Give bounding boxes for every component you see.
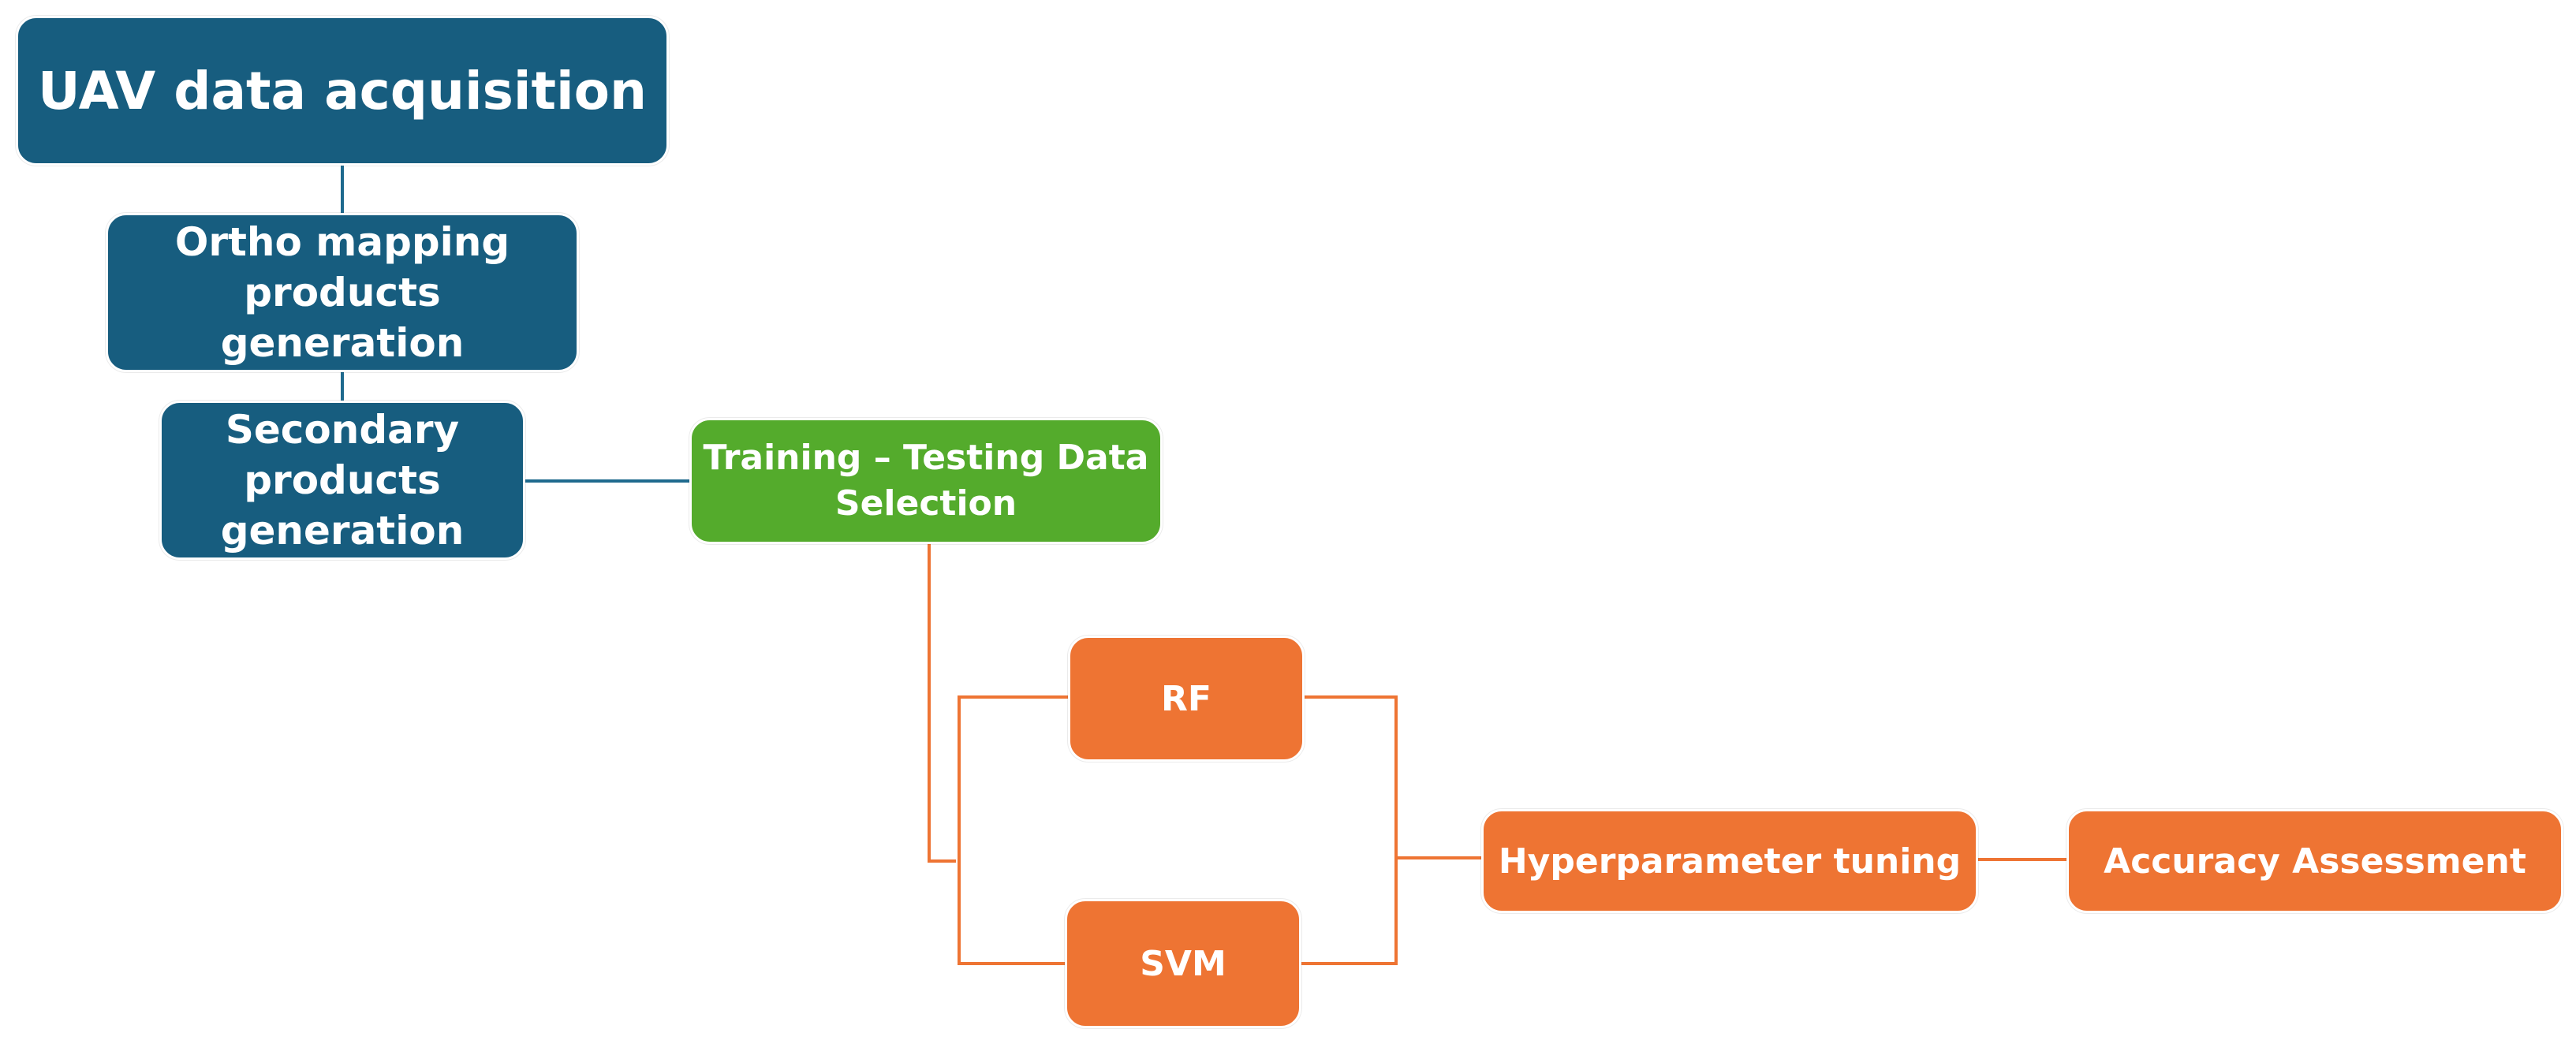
ortho-mapping-box: Ortho mapping products generation — [106, 213, 579, 372]
accuracy-assessment-box: Accuracy Assessment — [2066, 809, 2563, 913]
secondary-products-label: Secondary products generation — [220, 407, 465, 554]
hyperparameter-tuning-label: Hyperparameter tuning — [1498, 841, 1962, 882]
edge-rf-svm-merge — [1301, 695, 1398, 965]
training-testing-label: Training – Testing Data Selection — [703, 438, 1149, 524]
hyperparameter-tuning-box: Hyperparameter tuning — [1481, 809, 1978, 913]
edge-training-down — [928, 544, 956, 863]
svm-box: SVM — [1065, 899, 1301, 1028]
secondary-products-box: Secondary products generation — [159, 401, 525, 560]
svm-label: SVM — [1140, 943, 1226, 984]
accuracy-assessment-label: Accuracy Assessment — [2104, 841, 2526, 882]
training-testing-box: Training – Testing Data Selection — [689, 418, 1163, 544]
rf-box: RF — [1068, 636, 1305, 762]
uav-data-acquisition-label: UAV data acquisition — [38, 60, 647, 121]
ortho-mapping-label: Ortho mapping products generation — [174, 219, 510, 366]
rf-label: RF — [1161, 678, 1211, 719]
uav-data-acquisition-box: UAV data acquisition — [16, 16, 669, 166]
edge-branch-rf — [958, 695, 1068, 965]
